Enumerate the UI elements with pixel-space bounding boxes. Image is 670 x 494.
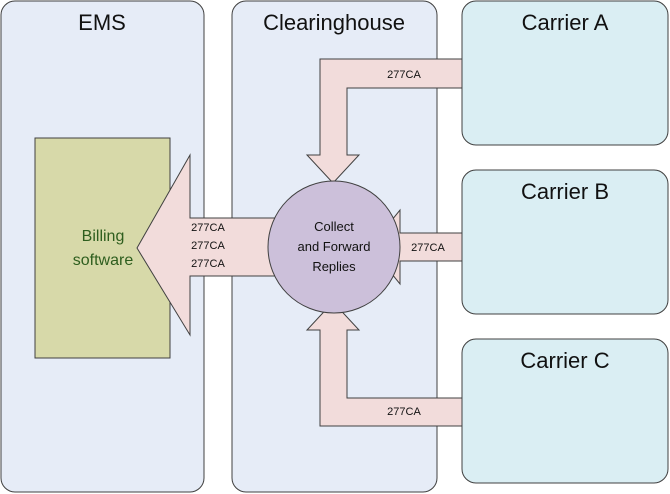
billing-label-line2: software bbox=[73, 252, 134, 269]
hub-label-line2: and Forward bbox=[298, 239, 371, 254]
hub-label-line1: Collect bbox=[314, 219, 354, 234]
arrow-label-carrier-b: 277CA bbox=[411, 242, 445, 254]
hub-label-line3: Replies bbox=[312, 259, 356, 274]
carrier-c-title: Carrier C bbox=[520, 348, 609, 373]
arrow-label-to-billing-3: 277CA bbox=[191, 258, 225, 270]
arrow-label-carrier-c: 277CA bbox=[387, 406, 421, 418]
carrier-a-title: Carrier A bbox=[522, 10, 609, 35]
arrow-label-to-billing-2: 277CA bbox=[191, 240, 225, 252]
arrow-to-billing bbox=[136, 153, 284, 337]
billing-label-line1: Billing bbox=[82, 228, 125, 245]
clearinghouse-title: Clearinghouse bbox=[263, 10, 405, 35]
arrow-from-carrier-a bbox=[305, 58, 463, 184]
arrow-from-carrier-c bbox=[305, 301, 463, 427]
carrier-b-title: Carrier B bbox=[521, 179, 609, 204]
collect-forward-hub bbox=[267, 180, 401, 314]
arrow-label-to-billing-1: 277CA bbox=[191, 222, 225, 234]
arrow-label-carrier-a: 277CA bbox=[387, 69, 421, 81]
ems-title: EMS bbox=[78, 10, 126, 35]
